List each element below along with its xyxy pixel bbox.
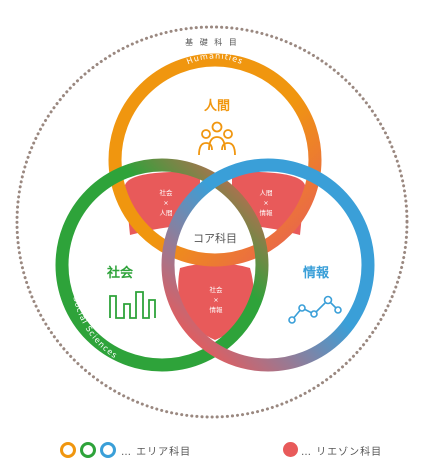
bar-chart-icon bbox=[109, 291, 156, 319]
svg-text:情報: 情報 bbox=[260, 208, 274, 217]
liaison-label-soc-inf: 社会 × 情報 bbox=[210, 285, 224, 314]
liaison-label-hum-inf: 人間 × 情報 bbox=[260, 189, 274, 217]
area-label-humanities: 人間 bbox=[204, 98, 230, 114]
svg-text:人間: 人間 bbox=[260, 189, 273, 197]
legend-area-label: … エリア科目 bbox=[121, 447, 192, 458]
legend-liaison-dot bbox=[283, 442, 298, 457]
outer-label: 基 礎 科 目 bbox=[185, 37, 239, 47]
svg-text:×: × bbox=[163, 199, 168, 207]
legend-liaison-label: … リエゾン科目 bbox=[301, 447, 383, 458]
ring-humanities bbox=[108, 53, 322, 267]
course-diagram: 基 礎 科 目 Humanities Social Sciences Infor… bbox=[15, 25, 409, 419]
svg-text:×: × bbox=[213, 296, 218, 304]
svg-text:情報: 情報 bbox=[210, 305, 224, 314]
people-icon bbox=[198, 121, 236, 156]
legend-ring-social bbox=[80, 442, 96, 458]
liaison-soc-inf bbox=[178, 263, 254, 340]
liaison-label-hum-soc: 社会 × 人間 bbox=[160, 188, 174, 217]
area-label-social: 社会 bbox=[106, 265, 134, 281]
area-label-informatics: 情報 bbox=[303, 265, 330, 281]
svg-text:社会: 社会 bbox=[160, 188, 174, 197]
legend-ring-humanities bbox=[60, 442, 76, 458]
svg-text:人間: 人間 bbox=[160, 209, 173, 217]
svg-text:×: × bbox=[263, 199, 268, 207]
outer-dotted-circle bbox=[15, 25, 409, 419]
ring-informatics bbox=[161, 158, 375, 372]
legend: … エリア科目 … リエゾン科目 bbox=[0, 438, 424, 460]
ring-social bbox=[55, 158, 269, 372]
network-icon bbox=[288, 295, 342, 324]
svg-text:社会: 社会 bbox=[210, 285, 224, 294]
core-label: コア科目 bbox=[193, 231, 237, 245]
legend-ring-informatics bbox=[100, 442, 116, 458]
